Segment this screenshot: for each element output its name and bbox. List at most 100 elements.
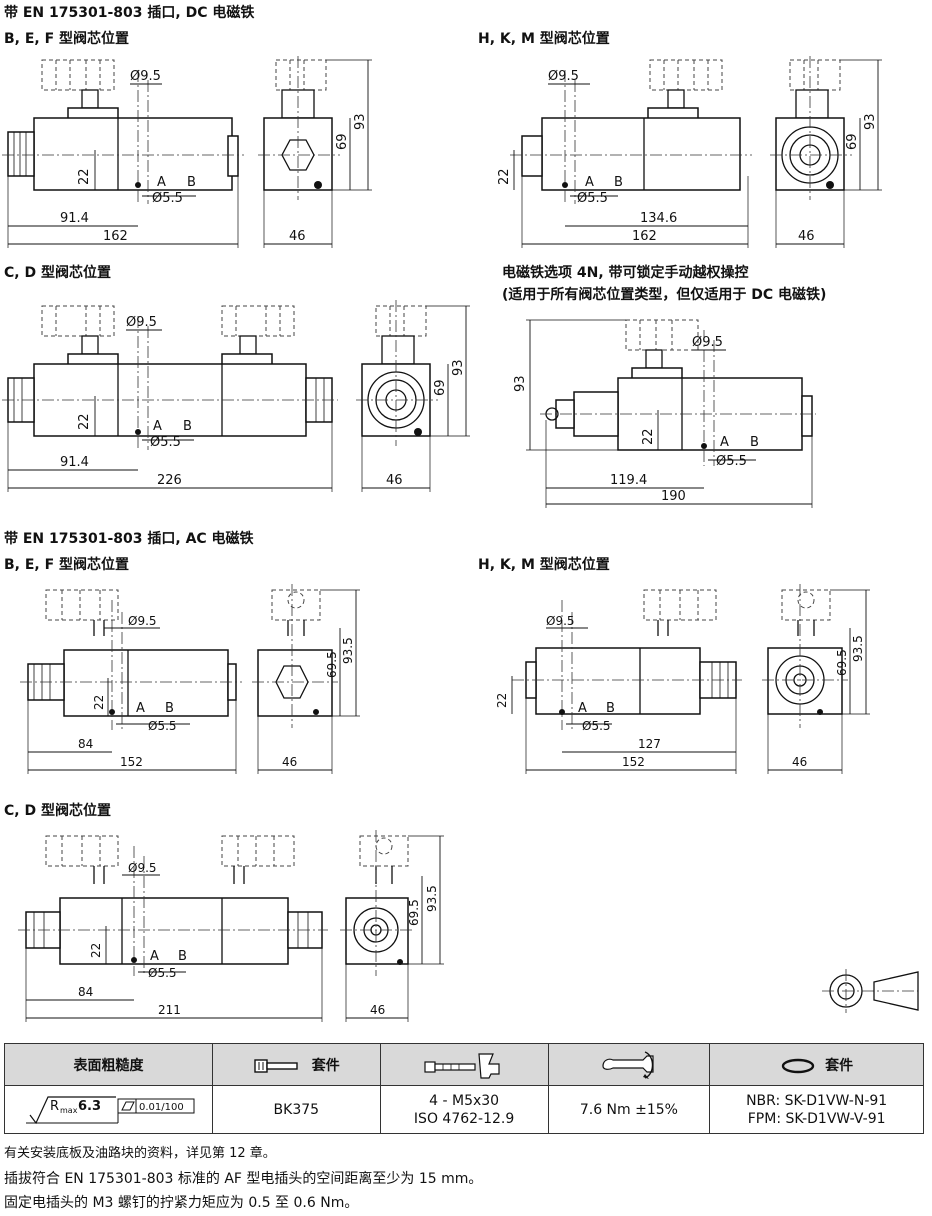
dim-46: 46 <box>370 1003 385 1017</box>
dim-127: 127 <box>638 737 661 751</box>
note-screw-torque: 固定电插头的 M3 螺钉的拧紧力矩应为 0.5 至 0.6 Nm。 <box>4 1195 359 1211</box>
dim-69: 69 <box>845 133 860 150</box>
dim-d95: Ø9.5 <box>130 69 161 84</box>
connector-plug-icon <box>41 59 115 91</box>
drawing-ac-hkm-end: 69.5 93.5 46 <box>762 584 870 774</box>
kit-cell: BK375 <box>211 1085 381 1134</box>
dim-93-5: 93.5 <box>851 635 865 662</box>
dim-93: 93 <box>353 113 368 130</box>
dim-d55: Ø5.5 <box>152 191 183 206</box>
dim-69: 69 <box>433 379 448 396</box>
dim-162: 162 <box>103 229 128 244</box>
port-a-label: A <box>150 949 159 964</box>
dim-93: 93 <box>513 375 528 392</box>
port-b-label: B <box>614 175 623 190</box>
port-b-label: B <box>183 419 192 434</box>
subheading-ac-cd: C, D 型阀芯位置 <box>4 803 111 819</box>
dim-84: 84 <box>78 737 93 751</box>
dim-162: 162 <box>632 229 657 244</box>
subheading-dc-bef: B, E, F 型阀芯位置 <box>4 31 130 47</box>
flatness-value: 0.01/100 <box>139 1102 184 1113</box>
header-torque <box>547 1043 711 1086</box>
drawing-dc-hkm-end: 69 93 46 <box>770 56 882 248</box>
dim-93: 93 <box>863 113 878 130</box>
screw-gauge-icon <box>424 1052 500 1079</box>
torque-wrench-icon <box>602 1050 654 1079</box>
header-screw-kit: 套件 <box>211 1043 381 1086</box>
dim-152: 152 <box>622 755 645 769</box>
drawing-ac-bef-end: 69.5 93.5 46 <box>252 584 360 774</box>
note-subplate: 有关安装底板及油路块的资料，详见第 12 章。 <box>4 1146 276 1161</box>
dim-84: 84 <box>78 985 93 999</box>
port-a-label: A <box>157 175 166 190</box>
dim-d95: Ø9.5 <box>126 315 157 330</box>
subheading-option-4n-note: (适用于所有阀芯位置类型，但仅适用于 DC 电磁铁) <box>502 287 827 303</box>
port-b-label: B <box>750 435 759 450</box>
drawing-dc-bef-end: 69 93 46 <box>258 56 372 248</box>
dim-d95: Ø9.5 <box>546 614 575 628</box>
dim-119-4: 119.4 <box>610 473 647 488</box>
dim-d95: Ø9.5 <box>692 335 723 350</box>
drawing-ac-cd-side: Ø9.5 A B Ø5.5 22 84 211 <box>18 835 328 1022</box>
dim-190: 190 <box>661 489 686 504</box>
drawing-dc-cd-side: Ø9.5 A B Ø5.5 22 91.4 226 <box>2 305 338 492</box>
dim-22: 22 <box>641 428 656 445</box>
drawing-ac-cd-end: 69.5 93.5 46 <box>340 830 444 1022</box>
port-a-label: A <box>720 435 729 450</box>
port-a-label: A <box>578 701 587 716</box>
note-plug-clearance: 插拔符合 EN 175301-803 标准的 AF 型电插头的空间距离至少为 1… <box>4 1171 483 1187</box>
spec-table-header-row: 表面粗糙度 套件 <box>4 1043 924 1086</box>
drawing-dc-hkm-side: Ø9.5 A B Ø5.5 22 134.6 162 <box>497 59 752 248</box>
dim-46: 46 <box>798 229 815 244</box>
subheading-ac-hkm: H, K, M 型阀芯位置 <box>478 557 610 573</box>
dim-22: 22 <box>495 693 509 708</box>
torque-cell: 7.6 Nm ±15% <box>547 1085 711 1134</box>
port-a-label: A <box>136 701 145 716</box>
dim-69-5: 69.5 <box>407 899 421 926</box>
dim-d55: Ø5.5 <box>577 191 608 206</box>
subheading-option-4n: 电磁铁选项 4N, 带可锁定手动越权操控 <box>502 265 749 281</box>
dim-91-4: 91.4 <box>60 455 89 470</box>
bolt-icon <box>254 1058 298 1073</box>
port-b-label: B <box>165 701 174 716</box>
dim-d95: Ø9.5 <box>548 69 579 84</box>
dim-d95: Ø9.5 <box>128 861 157 875</box>
port-b-label: B <box>187 175 196 190</box>
dim-226: 226 <box>157 473 182 488</box>
dim-69: 69 <box>335 133 350 150</box>
drawing-dc-cd-end: 69 93 46 <box>356 300 470 492</box>
port-b-label: B <box>606 701 615 716</box>
dim-22: 22 <box>92 695 106 710</box>
dim-d55: Ø5.5 <box>148 719 177 733</box>
dim-22: 22 <box>77 413 92 430</box>
dim-91-4: 91.4 <box>60 211 89 226</box>
dim-152: 152 <box>120 755 143 769</box>
dim-69-5: 69.5 <box>835 649 849 676</box>
drawing-option-4n: Ø9.5 A B Ø5.5 22 93 119.4 190 <box>513 319 816 508</box>
dim-46: 46 <box>282 755 297 769</box>
dim-93-5: 93.5 <box>425 885 439 912</box>
dim-69-5: 69.5 <box>325 651 339 678</box>
dim-93-5: 93.5 <box>341 637 355 664</box>
header-seal-kit: 套件 <box>709 1043 924 1086</box>
section-heading-dc: 带 EN 175301-803 插口, DC 电磁铁 <box>4 5 255 21</box>
dim-22: 22 <box>89 943 103 958</box>
dim-22: 22 <box>497 168 512 185</box>
roughness-symbol-icon: R max 6.3 0.01/100 <box>26 1095 195 1124</box>
dim-d55: Ø5.5 <box>582 719 611 733</box>
roughness-symbol: R <box>50 1099 59 1114</box>
port-a-label: A <box>585 175 594 190</box>
dim-22: 22 <box>77 168 92 185</box>
roughness-cell: R max 6.3 0.01/100 <box>4 1085 213 1134</box>
dim-93: 93 <box>451 359 466 376</box>
spec-table: 表面粗糙度 套件 <box>4 1043 924 1134</box>
roughness-value: 6.3 <box>78 1099 101 1114</box>
drawing-ac-bef-side: Ø9.5 A B Ø5.5 22 84 152 <box>20 589 242 774</box>
dim-d55: Ø5.5 <box>148 966 177 980</box>
subheading-ac-bef: B, E, F 型阀芯位置 <box>4 557 130 573</box>
dim-134-6: 134.6 <box>640 211 677 226</box>
drawing-ac-hkm-side: Ø9.5 A B Ø5.5 22 127 152 <box>495 589 742 774</box>
